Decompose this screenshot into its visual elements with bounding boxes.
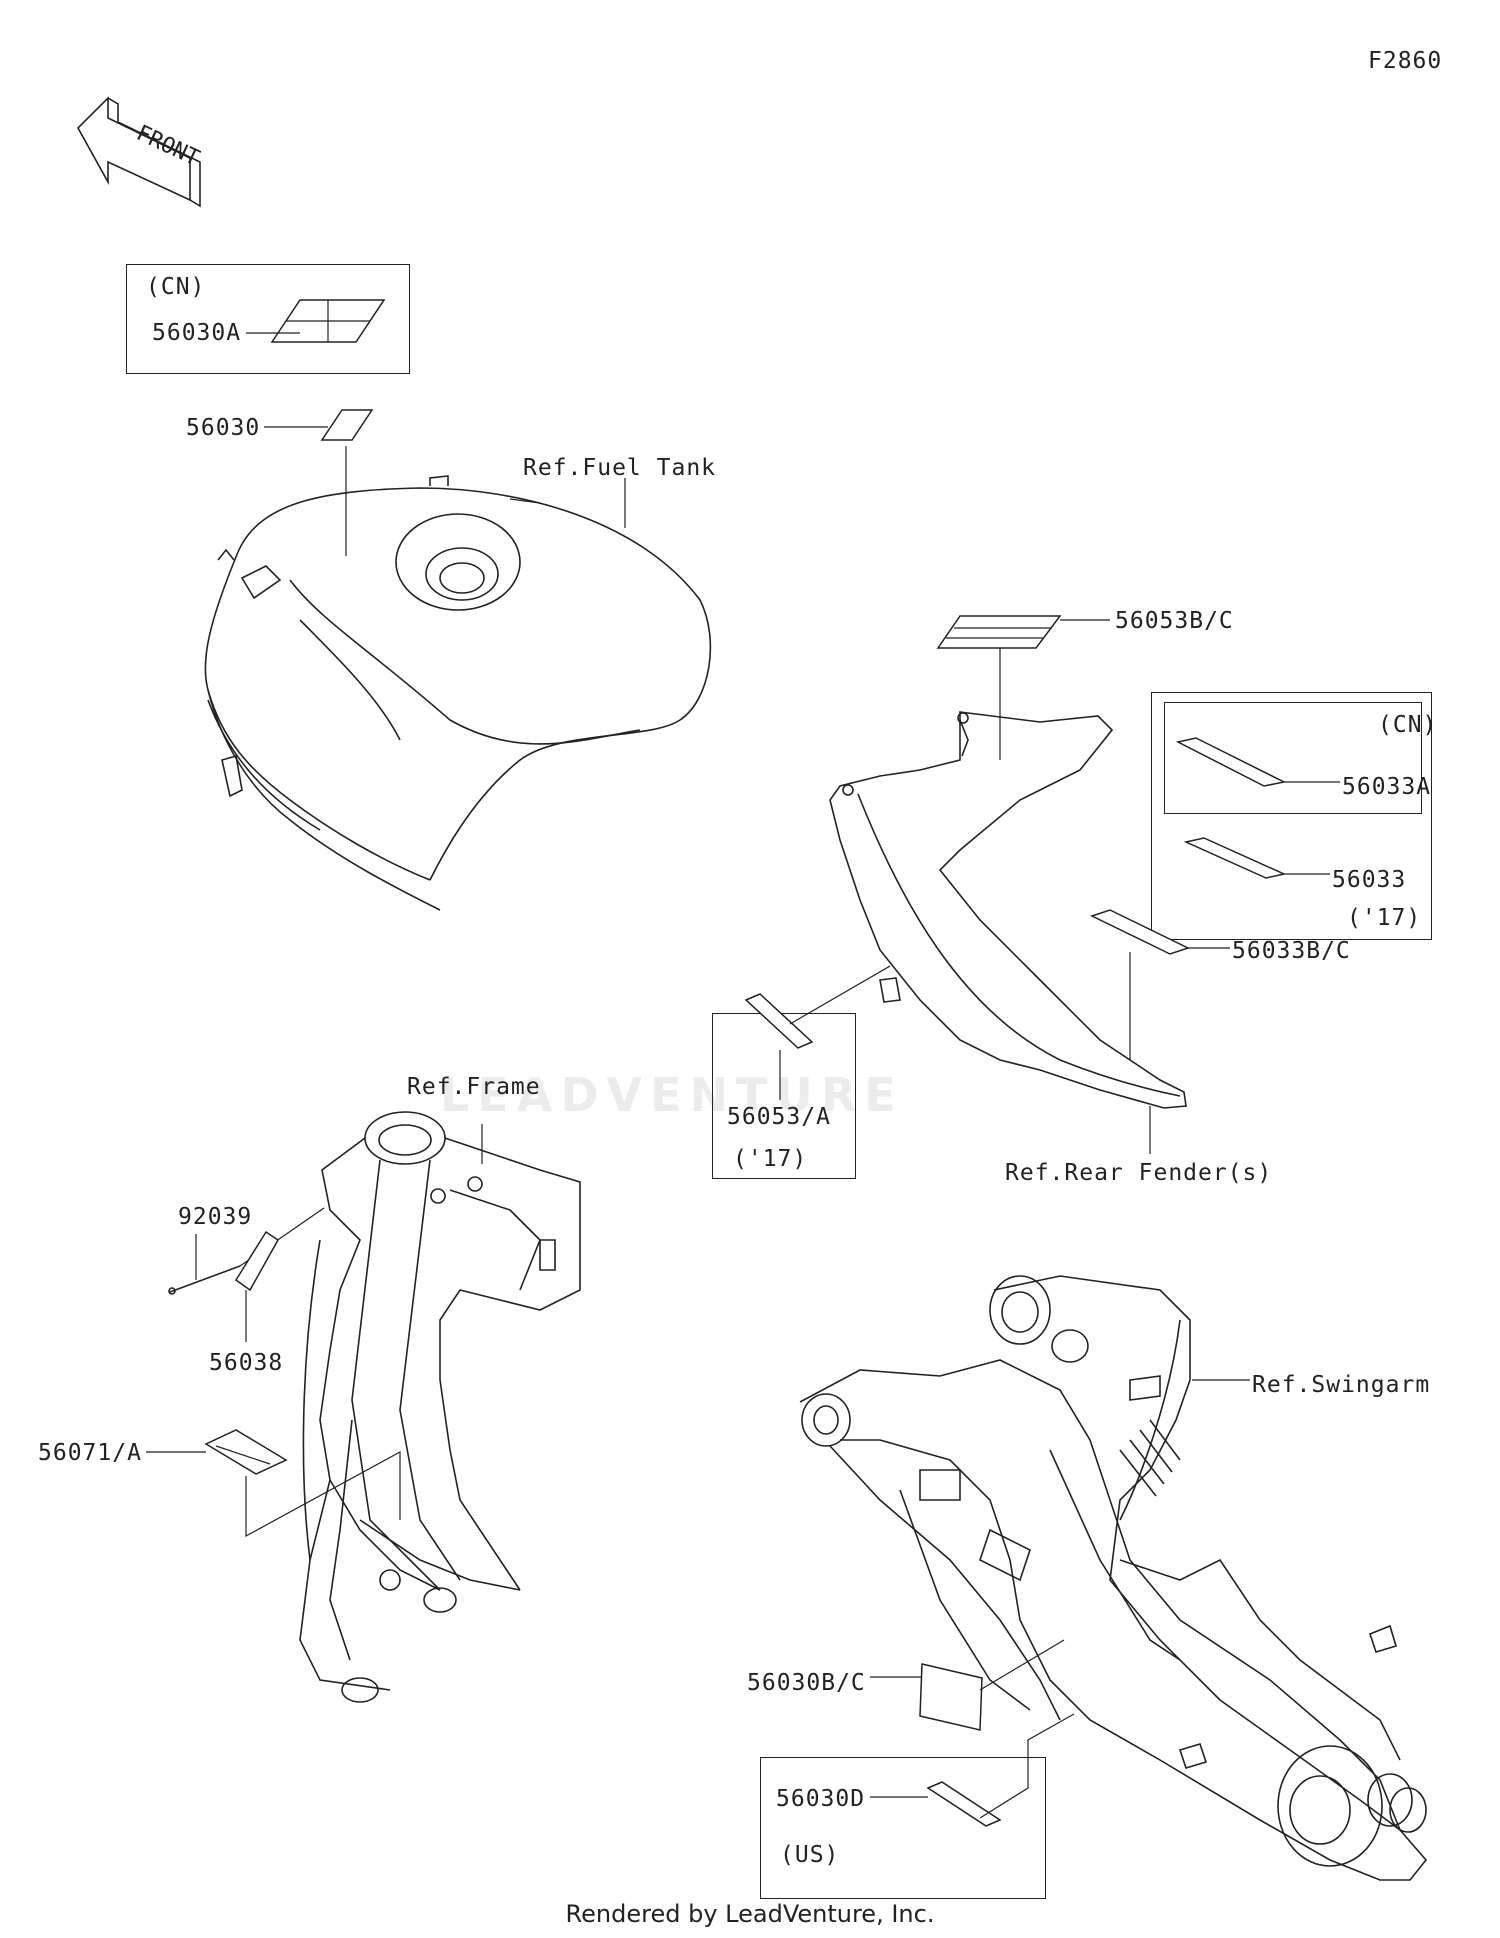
swingarm-drawing [799, 1275, 1428, 1881]
label-decal-56053BC [936, 615, 1110, 760]
label-decal-56033BC [1090, 909, 1230, 1060]
cn-variant-box-tank [126, 264, 410, 374]
variant-17-label: ('17) [1347, 905, 1422, 931]
part-label-56033A: 56033A [1342, 774, 1432, 800]
part-label-56053A: 56053/A [727, 1104, 831, 1130]
part-label-56071A: 56071/A [38, 1440, 142, 1466]
ref-fuel-tank-label: Ref.Fuel Tank [523, 455, 717, 481]
label-decal-56030D [870, 1713, 1075, 1827]
watermark: LEADVENTURE [440, 1068, 904, 1122]
part-label-56030: 56030 [186, 415, 261, 441]
part-label-56053BC: 56053B/C [1115, 608, 1234, 634]
label-decal-56030A [246, 299, 386, 343]
y17-variant-box-fender [712, 1013, 856, 1179]
fuel-tank-drawing [204, 475, 712, 911]
variant-17-label: ('17) [733, 1146, 808, 1172]
label-decal-56053A [744, 965, 891, 1100]
frame-drawing [299, 1111, 581, 1703]
label-decal-56030 [264, 409, 374, 556]
ref-rear-fender-label: Ref.Rear Fender(s) [1005, 1160, 1273, 1186]
part-label-56030D: 56030D [776, 1786, 866, 1812]
label-decal-56071A [146, 1429, 401, 1538]
ref-swingarm-label: Ref.Swingarm [1252, 1372, 1431, 1398]
part-label-56033: 56033 [1332, 867, 1407, 893]
ref-frame-label: Ref.Frame [407, 1074, 541, 1100]
variant-us-label: (US) [780, 1842, 840, 1868]
part-label-56030A: 56030A [152, 320, 242, 346]
variant-box-fender-labels [1151, 692, 1432, 940]
label-decal-56030BC [870, 1639, 1065, 1731]
figure-code: F2860 [1368, 48, 1443, 74]
label-decal-56033 [1183, 837, 1330, 879]
part-label-92039: 92039 [178, 1204, 253, 1230]
tube-56038 [234, 1230, 279, 1342]
part-label-56038: 56038 [209, 1350, 284, 1376]
rear-fender-drawing [829, 711, 1187, 1154]
front-label: FRONT [132, 121, 203, 172]
label-decal-56033A [1175, 737, 1340, 787]
cn-variant-box-fender [1164, 702, 1422, 814]
part-label-56033BC: 56033B/C [1232, 938, 1351, 964]
footer-credit: Rendered by LeadVenture, Inc. [565, 1900, 935, 1928]
variant-cn-label: (CN) [146, 274, 206, 300]
variant-cn-label: (CN) [1378, 712, 1438, 738]
front-arrow-icon: FRONT [77, 96, 203, 208]
us-variant-box-swingarm [760, 1757, 1046, 1899]
part-label-56030BC: 56030B/C [747, 1670, 866, 1696]
